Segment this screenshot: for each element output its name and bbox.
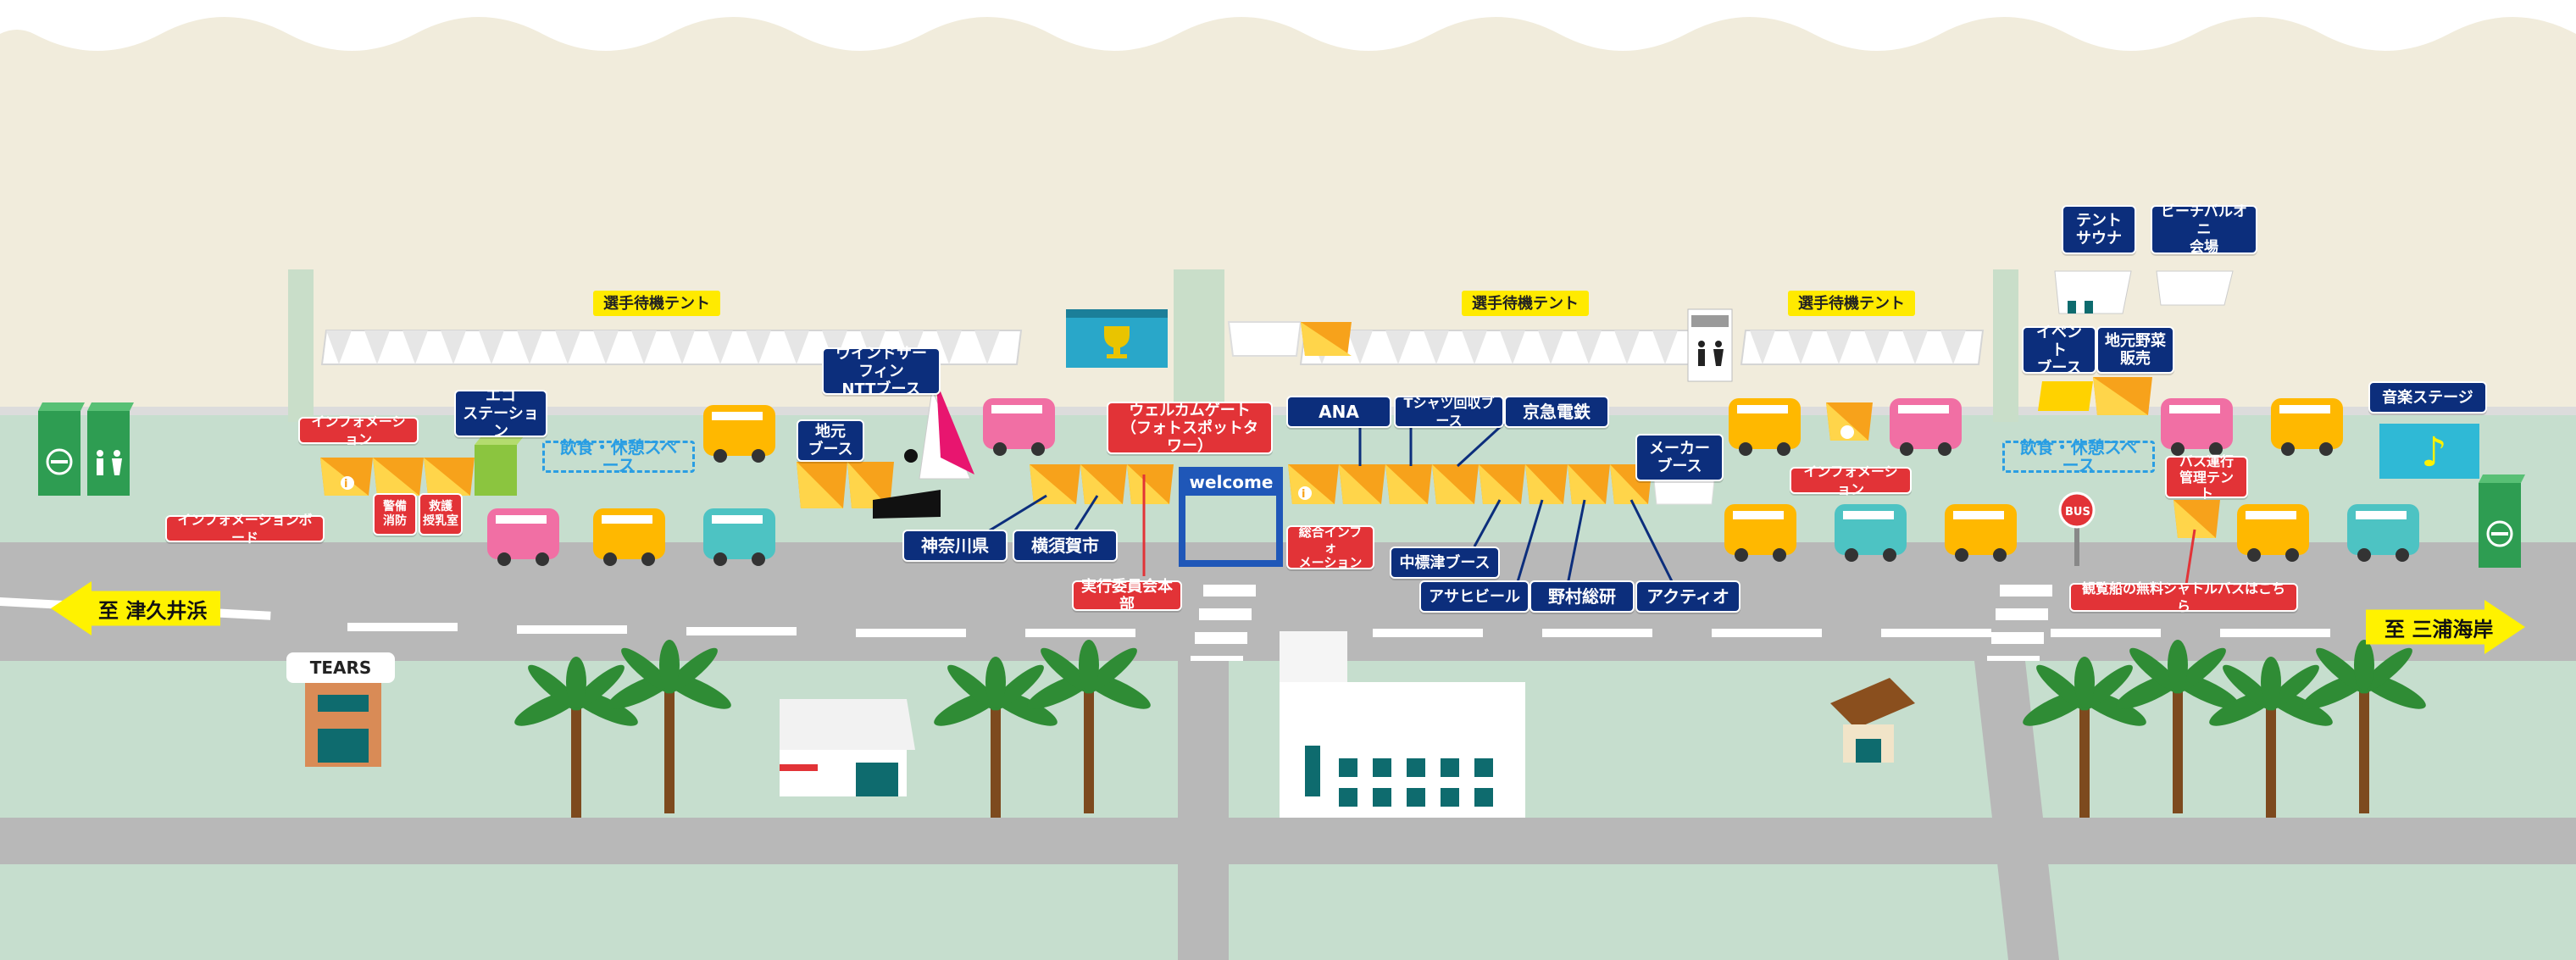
svg-text:i: i bbox=[344, 478, 347, 491]
committee-hq-label[interactable]: 実行委員会本部 bbox=[1072, 578, 1182, 613]
music-note-icon: ♪ bbox=[2379, 424, 2479, 479]
sea-wave bbox=[0, 0, 2576, 51]
leader-lines bbox=[969, 418, 1675, 585]
convenience-store bbox=[780, 699, 915, 796]
small-hut bbox=[1830, 678, 1915, 763]
info-left-label[interactable]: インフォメーション bbox=[298, 413, 419, 447]
kanagawa-label[interactable]: 神奈川県 bbox=[902, 530, 1008, 562]
cross-street-2 bbox=[1974, 661, 2059, 960]
security-label[interactable]: 警備 消防 bbox=[373, 493, 417, 535]
waiting-tent-label-1: 選手待機テント bbox=[593, 291, 720, 316]
keikyu-label[interactable]: 京急電鉄 bbox=[1504, 396, 1609, 428]
svg-text:♪: ♪ bbox=[2421, 429, 2447, 476]
sponsor-booth-tents bbox=[1288, 463, 1717, 505]
maker-booth-label[interactable]: メーカー ブース bbox=[1635, 434, 1724, 481]
info-tent-right bbox=[1826, 402, 1873, 441]
yellow-event-tent bbox=[2038, 381, 2093, 411]
bus-tent bbox=[2174, 500, 2220, 538]
rest-space-label-2[interactable]: 飲食・休憩スペース bbox=[2002, 439, 2155, 474]
hotel-building bbox=[1280, 631, 1525, 818]
svg-text:i: i bbox=[1302, 488, 1305, 501]
music-stage-label[interactable]: 音楽ステージ bbox=[2368, 381, 2487, 413]
nakashibetsu-label[interactable]: 中標津ブース bbox=[1390, 547, 1500, 579]
waiting-tent-label-3: 選手待機テント bbox=[1788, 291, 1915, 316]
tshirt-booth-label[interactable]: Tシャツ回収ブース bbox=[1394, 395, 1504, 429]
info-board-label[interactable]: インフォメーションボード bbox=[165, 512, 325, 546]
food-trucks bbox=[487, 398, 2419, 566]
actio-label[interactable]: アクティオ bbox=[1635, 580, 1740, 613]
smoking-area-icon bbox=[2479, 474, 2525, 568]
local-booth-label[interactable]: 地元 ブース bbox=[797, 419, 864, 462]
bus-tent-label[interactable]: バス運行 管理テント bbox=[2165, 453, 2248, 502]
side-road bbox=[0, 818, 2576, 864]
gate-booth-tents bbox=[1030, 464, 1174, 504]
first-aid-label[interactable]: 救護 授乳室 bbox=[419, 493, 463, 535]
welcome-sign: welcome bbox=[1185, 469, 1277, 496]
local-veg-label[interactable]: 地元野菜 販売 bbox=[2096, 326, 2174, 374]
beach-balcony-label[interactable]: ビーチバルオニ 会場 bbox=[2151, 203, 2257, 256]
restroom-icon bbox=[1687, 308, 1733, 382]
local-booth-tents bbox=[797, 462, 894, 508]
beach-balcony-tent bbox=[2156, 270, 2234, 306]
info-right-label[interactable]: インフォメーション bbox=[1790, 463, 1912, 497]
cross-street-1 bbox=[1178, 661, 1229, 960]
nomura-label[interactable]: 野村総研 bbox=[1530, 580, 1635, 613]
yokosuka-label[interactable]: 横須賀市 bbox=[1013, 530, 1118, 562]
ana-label[interactable]: ANA bbox=[1286, 396, 1391, 428]
info-icon: i bbox=[341, 476, 354, 491]
info-icon: i bbox=[1298, 486, 1312, 501]
eco-station-box bbox=[475, 436, 524, 496]
palm-trees bbox=[514, 640, 2426, 818]
white-tent-1 bbox=[1227, 321, 1302, 357]
asahi-label[interactable]: アサヒビール bbox=[1419, 580, 1530, 613]
bus-stop-text: BUS bbox=[2065, 506, 2090, 519]
red-leader-lines bbox=[1142, 474, 2196, 585]
tears-label: TEARS bbox=[286, 652, 395, 683]
beach-dividers bbox=[288, 269, 2018, 422]
windsurf-ntt-label[interactable]: ウインドサーフィン NTTブース bbox=[822, 345, 941, 398]
tent-peaks bbox=[326, 330, 1966, 364]
eco-station-label[interactable]: エコ ステーション bbox=[454, 387, 547, 441]
event-booth-label[interactable]: イベント ブース bbox=[2022, 324, 2096, 377]
tent-sauna-label[interactable]: テント サウナ bbox=[2062, 205, 2136, 254]
waiting-tent-label-2: 選手待機テント bbox=[1462, 291, 1589, 316]
bus-stop-icon bbox=[2058, 491, 2096, 566]
trophy-icon bbox=[1066, 309, 1168, 368]
rest-space-label-1[interactable]: 飲食・休憩スペース bbox=[542, 439, 695, 474]
shuttle-bus-label[interactable]: 観覧船の無料シャトルバスはこちら bbox=[2069, 580, 2298, 614]
welcome-gate-label[interactable]: ウェルカムゲート （フォトスポットタワー） bbox=[1107, 402, 1273, 455]
general-info-label[interactable]: 総合インフォ メーション bbox=[1286, 524, 1374, 570]
smoking-area-icon bbox=[38, 402, 85, 496]
windsurf-booth bbox=[873, 381, 974, 519]
tent-sauna-structure bbox=[2054, 270, 2132, 314]
restroom-icon bbox=[87, 402, 134, 496]
